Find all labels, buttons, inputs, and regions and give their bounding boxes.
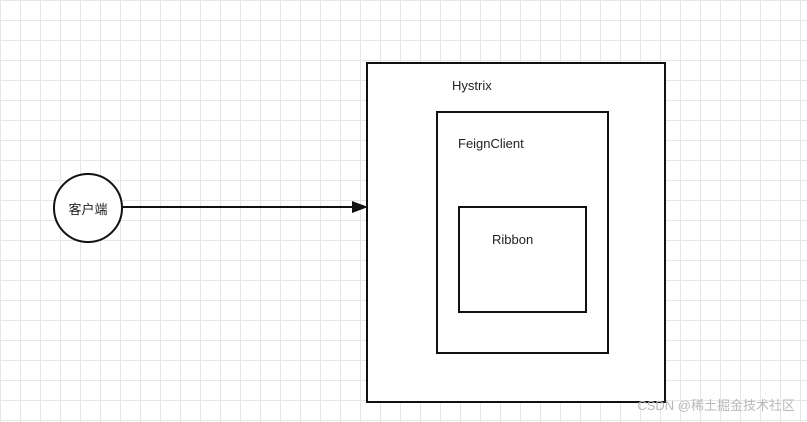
ribbon-label: Ribbon — [492, 232, 534, 247]
arrow-head — [352, 201, 368, 213]
client-node: 客户端 — [53, 173, 123, 243]
ribbon-box — [458, 206, 587, 313]
client-label: 客户端 — [68, 201, 108, 217]
hystrix-label: Hystrix — [452, 78, 492, 93]
feignclient-label: FeignClient — [458, 136, 524, 151]
watermark: CSDN @稀土掘金技术社区 — [637, 398, 795, 413]
